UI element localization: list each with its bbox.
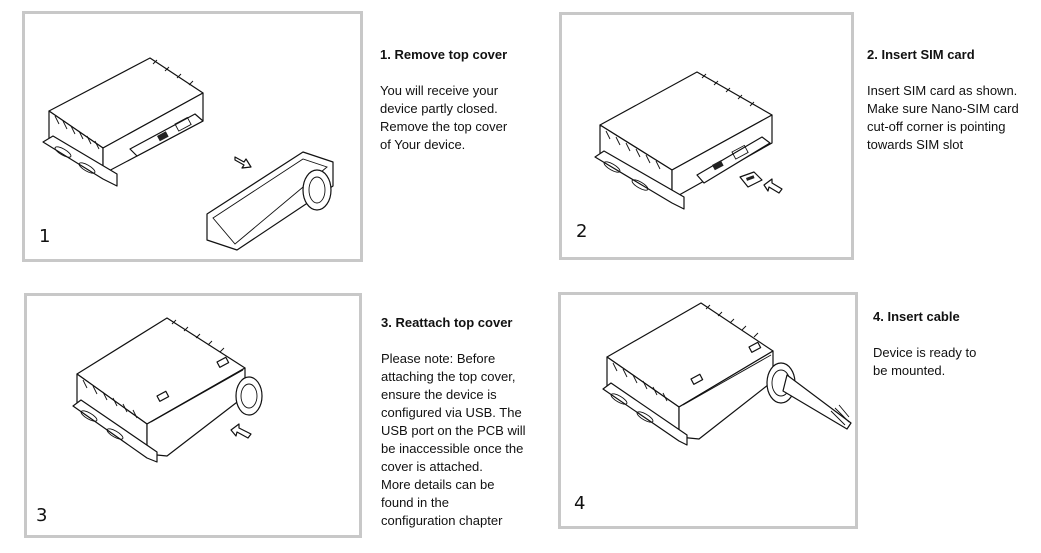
cover-reattach-illustration: [72, 317, 263, 463]
step-3-text-line: Please note: Before: [381, 351, 496, 366]
step-1-title: 1. Remove top cover: [380, 47, 508, 62]
step-3-text-line: configuration chapter: [381, 513, 503, 528]
step-3-text-line: ensure the device is: [381, 387, 497, 402]
step-3-text-line: configured via USB. The: [381, 405, 522, 420]
step-3-text-line: found in the: [381, 495, 449, 510]
step-4-illustration-frame: 4: [558, 292, 858, 529]
step-1-number: 1: [39, 226, 51, 247]
step-4-number: 4: [574, 493, 586, 514]
step-2-text-line: cut-off corner is pointing: [867, 119, 1006, 134]
device-body: [42, 57, 204, 187]
step-3-instructions: 3. Reattach top cover Please note: Befor…: [381, 314, 526, 530]
step-3-text-line: USB port on the PCB will: [381, 423, 526, 438]
step-1-text-line: of Your device.: [380, 137, 466, 152]
step-3-number: 3: [36, 505, 48, 526]
sim-card: [739, 171, 763, 188]
step-4-title: 4. Insert cable: [873, 309, 960, 324]
device-body: [594, 71, 773, 210]
step-3-text-line: cover is attached.: [381, 459, 483, 474]
step-2-title: 2. Insert SIM card: [867, 47, 975, 62]
step-2-instructions: 2. Insert SIM card Insert SIM card as sh…: [867, 46, 1019, 154]
insert-arrow-icon: [763, 178, 783, 194]
step-3-text-line: attaching the top cover,: [381, 369, 516, 384]
device-open-illustration: [42, 57, 334, 251]
step-4-instructions: 4. Insert cable Device is ready to be mo…: [873, 308, 976, 380]
step-2-number: 2: [576, 221, 588, 242]
step-2-illustration-frame: 2: [559, 12, 854, 260]
step-2-text-line: towards SIM slot: [867, 137, 964, 152]
top-cover: [206, 151, 334, 251]
step-1-illustration-frame: 1: [22, 11, 363, 262]
step-3-text-line: be inaccessible once the: [381, 441, 524, 456]
step-4-text-line: be mounted.: [873, 363, 946, 378]
sim-insertion-illustration: [594, 71, 783, 210]
step-4-text-line: Device is ready to: [873, 345, 977, 360]
cable-insertion-illustration: [602, 302, 852, 446]
step-2-text-line: Make sure Nano-SIM card: [867, 101, 1019, 116]
step-3-title: 3. Reattach top cover: [381, 315, 513, 330]
device-body: [72, 317, 263, 463]
device-body: [602, 302, 774, 446]
step-1-text-line: You will receive your: [380, 83, 499, 98]
step-3-illustration-frame: 3: [24, 293, 362, 538]
remove-arrow-icon: [234, 156, 252, 169]
step-2-text-line: Insert SIM card as shown.: [867, 83, 1018, 98]
step-1-instructions: 1. Remove top cover You will receive you…: [380, 46, 507, 154]
cable-connector: [766, 362, 852, 430]
insert-arrow-icon: [230, 423, 252, 439]
step-1-text-line: device partly closed.: [380, 101, 498, 116]
step-3-text-line: More details can be: [381, 477, 495, 492]
step-1-text-line: Remove the top cover: [380, 119, 508, 134]
